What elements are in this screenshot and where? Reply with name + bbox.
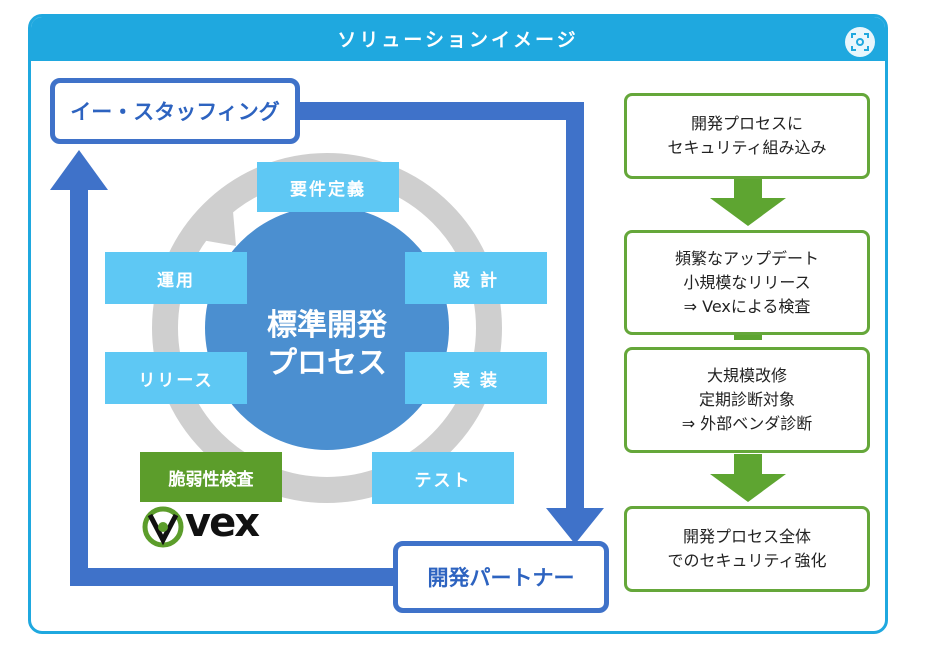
flow-step-4: 開発プロセス全体 でのセキュリティ強化 (624, 506, 870, 592)
role-partner: 開発パートナー (393, 541, 609, 613)
step-requirements: 要件定義 (257, 162, 399, 212)
flow-step-1: 開発プロセスに セキュリティ組み込み (624, 93, 870, 179)
step-operation: 運用 (105, 252, 247, 304)
scan-icon[interactable] (845, 27, 875, 57)
step-implementation: 実 装 (405, 352, 547, 404)
flow-step-4-line-1: 開発プロセス全体 (682, 527, 811, 546)
flow-step-2-line-2: 小規模なリリース (683, 272, 811, 292)
flow-arrows (710, 178, 786, 502)
title-bar: ソリューションイメージ (31, 17, 885, 61)
step-vuln-check: 脆弱性検査 (140, 452, 282, 502)
center-circle (205, 206, 449, 450)
center-label-line-1: 標準開発 (267, 308, 387, 343)
flow-step-4-line-2: でのセキュリティ強化 (667, 551, 827, 570)
cycle-arrowhead (190, 200, 236, 246)
role-loop-arrow (50, 102, 604, 586)
center-label-line-2: プロセス (267, 346, 387, 381)
flow-step-3-line-3: ⇒ 外部ベンダ診断 (681, 414, 813, 433)
step-release: リリース (105, 352, 247, 404)
flow-step-2: 頻繁なアップデート 小規模なリリース ⇒ Vexによる検査 (624, 230, 870, 335)
step-test: テスト (372, 452, 514, 504)
page-title: ソリューションイメージ (337, 29, 579, 51)
flow-step-3-line-2: 定期診断対象 (698, 390, 795, 409)
flow-step-3: 大規模改修 定期診断対象 ⇒ 外部ベンダ診断 (624, 347, 870, 453)
vex-logo-text: vex (185, 500, 260, 546)
role-staffing: イー・スタッフィング (50, 78, 300, 144)
center-label: 標準開発 プロセス (247, 307, 407, 383)
flow-step-3-line-1: 大規模改修 (706, 366, 787, 385)
vex-logo-icon (142, 506, 184, 548)
flow-step-1-line-2: セキュリティ組み込み (667, 138, 827, 157)
flow-step-2-line-1: 頻繁なアップデート (674, 248, 819, 268)
step-design: 設 計 (405, 252, 547, 304)
flow-step-1-line-1: 開発プロセスに (690, 114, 803, 133)
flow-step-2-line-3: ⇒ Vexによる検査 (683, 296, 811, 316)
